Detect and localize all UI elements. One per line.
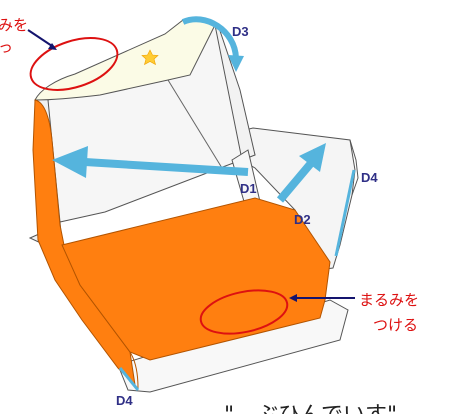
d1-arrowhead	[52, 146, 88, 178]
d1-arrow	[84, 158, 249, 176]
d3-arrowhead	[228, 55, 244, 72]
seat-front-fold	[129, 351, 139, 389]
pointer-top-left	[27, 29, 53, 47]
note-top-left-line1: みを	[0, 16, 28, 34]
d2-arrow	[276, 159, 316, 203]
curve-mark-seat	[199, 289, 289, 335]
label-d2: D2	[294, 212, 311, 227]
back-divider	[167, 79, 223, 169]
star-icon	[141, 49, 159, 66]
seat-left-side	[32, 99, 136, 387]
seat-orange	[61, 197, 331, 361]
label-d3: D3	[232, 24, 249, 39]
note-right-line2: つける	[373, 316, 418, 334]
d4-bottom-strip	[118, 367, 140, 391]
label-d1: D1	[240, 181, 257, 196]
right-arm-side	[349, 139, 359, 196]
d2-arrowhead	[299, 143, 326, 172]
pointer-top-left-head	[48, 43, 57, 50]
d3-arrow	[181, 16, 239, 59]
pointer-right-head	[289, 294, 297, 302]
arrows	[52, 16, 356, 391]
caption: " ぶひんでいす"	[224, 403, 397, 414]
note-top-left-line2: っ	[0, 38, 13, 56]
d4-right-strip	[334, 169, 356, 257]
label-d4-right: D4	[361, 170, 378, 185]
curve-mark-headrest	[29, 37, 119, 91]
label-d4-bottom: D4	[116, 393, 133, 408]
note-right-line1: まるみを	[359, 291, 419, 309]
